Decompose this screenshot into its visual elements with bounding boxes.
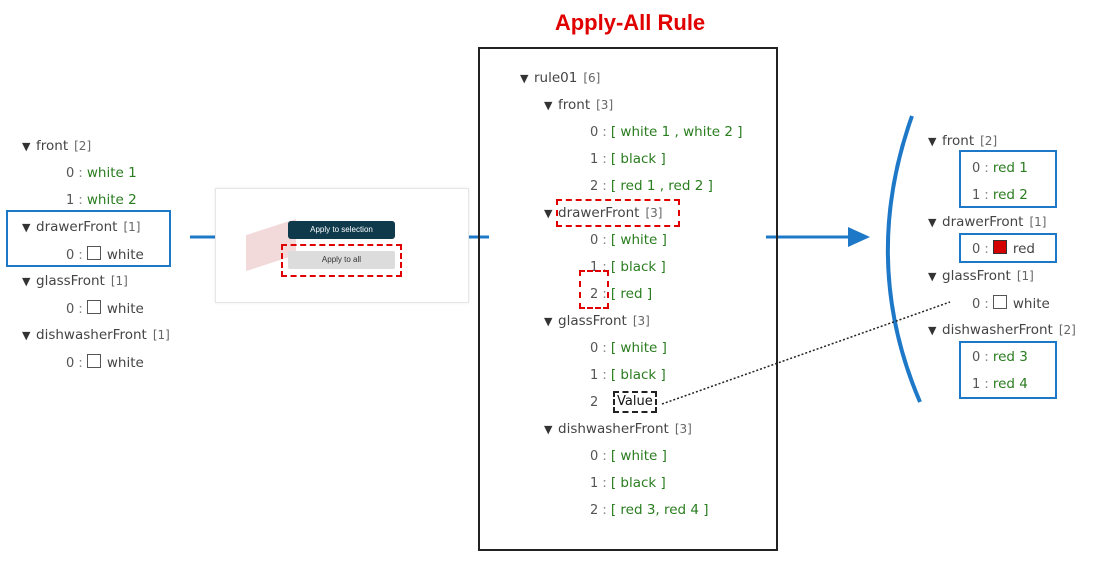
- left-dish-item: 0:white: [66, 354, 144, 371]
- triangle-down-icon[interactable]: ▼: [22, 329, 31, 342]
- right-node-drawerfront[interactable]: ▼drawerFront[1]: [928, 214, 1047, 230]
- right-dish-highlight: [959, 341, 1057, 399]
- left-node-dishwasherfront[interactable]: ▼dishwasherFront[1]: [22, 327, 170, 343]
- center-dish-item: 1:[ black ]: [590, 475, 666, 491]
- triangle-down-icon[interactable]: ▼: [22, 140, 31, 153]
- checkbox-icon[interactable]: [86, 300, 101, 314]
- right-drawer-item: 0:red: [972, 240, 1035, 257]
- center-glass-item: 0:[ white ]: [590, 340, 667, 356]
- left-node-front[interactable]: ▼front[2]: [22, 138, 92, 154]
- center-glass-item: 2: [590, 395, 599, 410]
- right-drawer-highlight: [959, 233, 1057, 263]
- triangle-down-icon[interactable]: ▼: [544, 315, 553, 328]
- triangle-down-icon[interactable]: ▼: [928, 216, 937, 229]
- center-node-dishwasherfront[interactable]: ▼dishwasherFront[3]: [544, 421, 692, 437]
- triangle-down-icon[interactable]: ▼: [520, 72, 529, 85]
- checkbox-icon[interactable]: [86, 354, 101, 368]
- center-drawer-item: 0:[ white ]: [590, 232, 667, 248]
- right-front-item: 0:red 1: [972, 160, 1028, 176]
- left-front-item: 1:white 2: [66, 192, 137, 208]
- center-front-item: 1:[ black ]: [590, 151, 666, 167]
- right-dish-item: 1:red 4: [972, 376, 1028, 392]
- bracket-curve: [885, 115, 922, 403]
- center-dish-item: 0:[ white ]: [590, 448, 667, 464]
- center-node-drawerfront[interactable]: ▼drawerFront[3]: [544, 205, 663, 221]
- right-glass-item: 0:white: [972, 295, 1050, 312]
- triangle-down-icon[interactable]: ▼: [928, 324, 937, 337]
- checkbox-icon[interactable]: [86, 246, 101, 260]
- triangle-down-icon[interactable]: ▼: [928, 270, 937, 283]
- apply-to-selection-button[interactable]: Apply to selection: [288, 221, 395, 239]
- left-node-glassfront[interactable]: ▼glassFront[1]: [22, 273, 128, 289]
- rule-panel: [478, 47, 778, 551]
- right-node-glassfront[interactable]: ▼glassFront[1]: [928, 268, 1034, 284]
- value-placeholder[interactable]: Value: [613, 391, 657, 413]
- center-front-item: 2:[ red 1 , red 2 ]: [590, 178, 713, 194]
- value-link-dotted: [661, 301, 951, 405]
- center-drawer-item: 1:[ black ]: [590, 259, 666, 275]
- left-drawer-item: 0:white: [66, 246, 144, 263]
- center-dish-item: 2:[ red 3, red 4 ]: [590, 502, 709, 518]
- triangle-down-icon[interactable]: ▼: [544, 207, 553, 220]
- center-drawer-item: 2:[ red ]: [590, 286, 653, 302]
- triangle-down-icon[interactable]: ▼: [928, 135, 937, 148]
- index-highlight: [579, 270, 609, 309]
- right-dish-item: 0:red 3: [972, 349, 1028, 365]
- checkbox-icon[interactable]: [992, 295, 1007, 309]
- triangle-down-icon[interactable]: ▼: [544, 423, 553, 436]
- right-node-front[interactable]: ▼front[2]: [928, 133, 998, 149]
- center-front-item: 0:[ white 1 , white 2 ]: [590, 124, 743, 140]
- left-node-drawerfront[interactable]: ▼drawerFront[1]: [22, 219, 141, 235]
- triangle-down-icon[interactable]: ▼: [22, 275, 31, 288]
- red-swatch-icon: [992, 240, 1007, 254]
- right-front-highlight: [959, 150, 1057, 208]
- center-node-glassfront[interactable]: ▼glassFront[3]: [544, 313, 650, 329]
- diagram-title: Apply-All Rule: [554, 10, 706, 35]
- triangle-down-icon[interactable]: ▼: [544, 99, 553, 112]
- left-front-item: 0:white 1: [66, 165, 137, 181]
- right-node-dishwasherfront[interactable]: ▼dishwasherFront[2]: [928, 322, 1076, 338]
- right-front-item: 1:red 2: [972, 187, 1028, 203]
- apply-to-all-button[interactable]: Apply to all: [288, 251, 395, 269]
- result-arrow-head: [848, 227, 870, 247]
- left-glass-item: 0:white: [66, 300, 144, 317]
- center-node-front[interactable]: ▼front[3]: [544, 97, 614, 113]
- triangle-down-icon[interactable]: ▼: [22, 221, 31, 234]
- center-glass-item: 1:[ black ]: [590, 367, 666, 383]
- center-node-rule01[interactable]: ▼rule01[6]: [520, 70, 601, 86]
- left-drawer-highlight: [6, 210, 171, 267]
- apply-all-highlight: [281, 244, 402, 277]
- drawerfront-highlight: [556, 199, 680, 227]
